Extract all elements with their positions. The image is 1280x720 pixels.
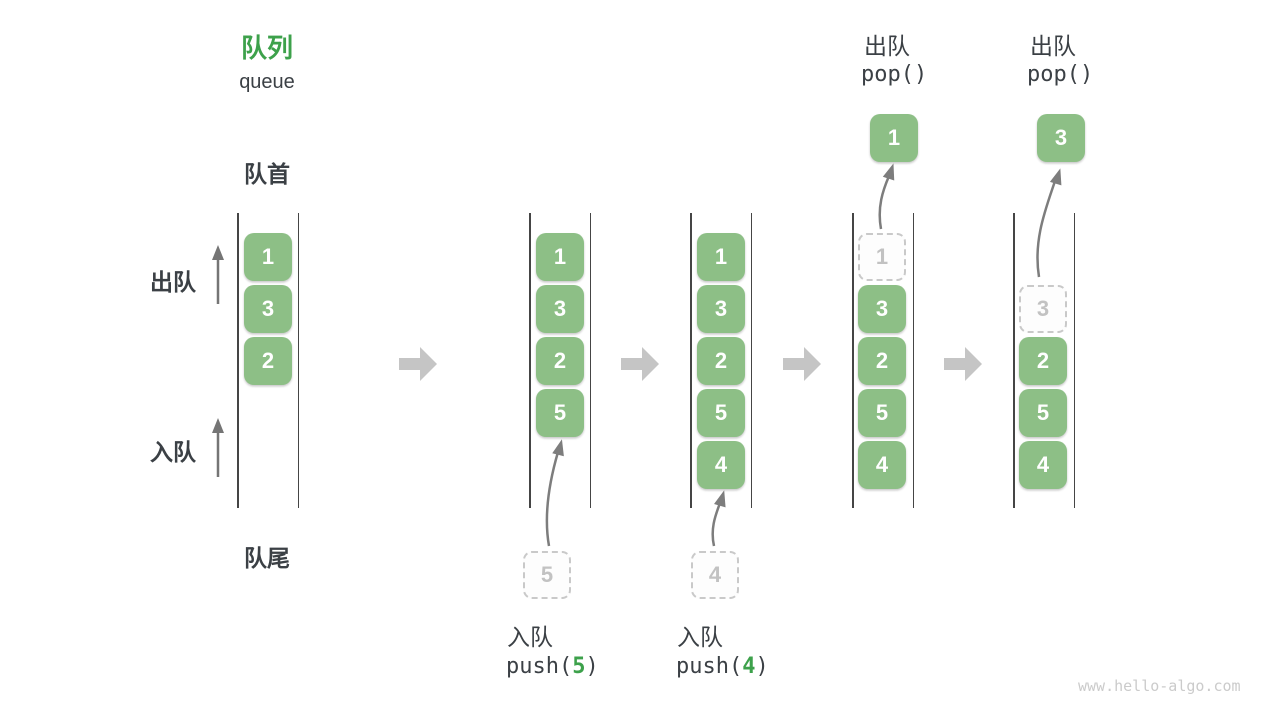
queue-item: 2 — [858, 337, 906, 385]
queue-item: 2 — [1019, 337, 1067, 385]
queue-state-2: 1 3 2 5 — [529, 213, 591, 508]
removed-item-ghost: 3 — [1019, 285, 1067, 333]
queue-item: 5 — [858, 389, 906, 437]
queue-wall-left — [237, 213, 239, 508]
queue-item: 3 — [858, 285, 906, 333]
dequeue-op-code: pop() — [861, 62, 928, 87]
queue-item: 2 — [697, 337, 745, 385]
diagram-title-zh: 队列 — [240, 33, 293, 63]
queue-state-3: 1 3 2 5 4 — [690, 213, 752, 508]
queue-item: 3 — [697, 285, 745, 333]
queue-front-label: 队首 — [244, 161, 290, 187]
queue-wall-left — [690, 213, 692, 508]
queue-state-5: 3 2 5 4 — [1013, 213, 1075, 508]
queue-item: 4 — [697, 441, 745, 489]
dequeue-side-label: 出队 — [150, 269, 196, 295]
code-fn-open: push( — [506, 654, 573, 679]
queue-item: 5 — [1019, 389, 1067, 437]
popped-item: 3 — [1037, 114, 1085, 162]
queue-item: 5 — [536, 389, 584, 437]
dequeue-direction-arrow-icon — [212, 245, 224, 304]
enqueue-op-code: push(5) — [506, 654, 599, 679]
state-transition-arrow-icon — [783, 347, 821, 381]
removed-item-ghost: 1 — [858, 233, 906, 281]
queue-item: 5 — [697, 389, 745, 437]
code-arg: 5 — [572, 654, 586, 679]
code-fn-close: ) — [755, 654, 769, 679]
queue-item: 4 — [1019, 441, 1067, 489]
queue-item: 1 — [697, 233, 745, 281]
queue-rear-label: 队尾 — [244, 545, 290, 571]
incoming-item-ghost: 4 — [691, 551, 739, 599]
enqueue-op-label: 入队 — [677, 624, 723, 650]
queue-wall-left — [852, 213, 854, 508]
state-transition-arrow-icon — [944, 347, 982, 381]
enqueue-direction-arrow-icon — [212, 418, 224, 477]
queue-state-1: 1 3 2 — [237, 213, 299, 508]
queue-wall-right — [750, 213, 752, 508]
incoming-item-ghost: 5 — [523, 551, 571, 599]
queue-item: 1 — [244, 233, 292, 281]
watermark: www.hello-algo.com — [1078, 677, 1241, 695]
dequeue-op-label: 出队 — [864, 33, 910, 59]
diagram-title-en: queue — [239, 71, 295, 93]
popped-item: 1 — [870, 114, 918, 162]
enqueue-op-label: 入队 — [507, 624, 553, 650]
code-arg: 4 — [742, 654, 756, 679]
queue-wall-left — [529, 213, 531, 508]
dequeue-op-label: 出队 — [1030, 33, 1076, 59]
enqueue-op-code: push(4) — [676, 654, 769, 679]
code-fn-close: ) — [585, 654, 599, 679]
queue-item: 2 — [244, 337, 292, 385]
queue-wall-left — [1013, 213, 1015, 508]
queue-wall-right — [297, 213, 299, 508]
queue-item: 4 — [858, 441, 906, 489]
code-fn-open: push( — [676, 654, 743, 679]
state-transition-arrow-icon — [621, 347, 659, 381]
queue-wall-right — [912, 213, 914, 508]
queue-item: 3 — [244, 285, 292, 333]
queue-wall-right — [1073, 213, 1075, 508]
queue-state-4: 1 3 2 5 4 — [852, 213, 914, 508]
dequeue-op-code: pop() — [1027, 62, 1094, 87]
queue-item: 2 — [536, 337, 584, 385]
queue-item: 1 — [536, 233, 584, 281]
enqueue-side-label: 入队 — [150, 439, 196, 465]
queue-item: 3 — [536, 285, 584, 333]
queue-wall-right — [589, 213, 591, 508]
state-transition-arrow-icon — [399, 347, 437, 381]
